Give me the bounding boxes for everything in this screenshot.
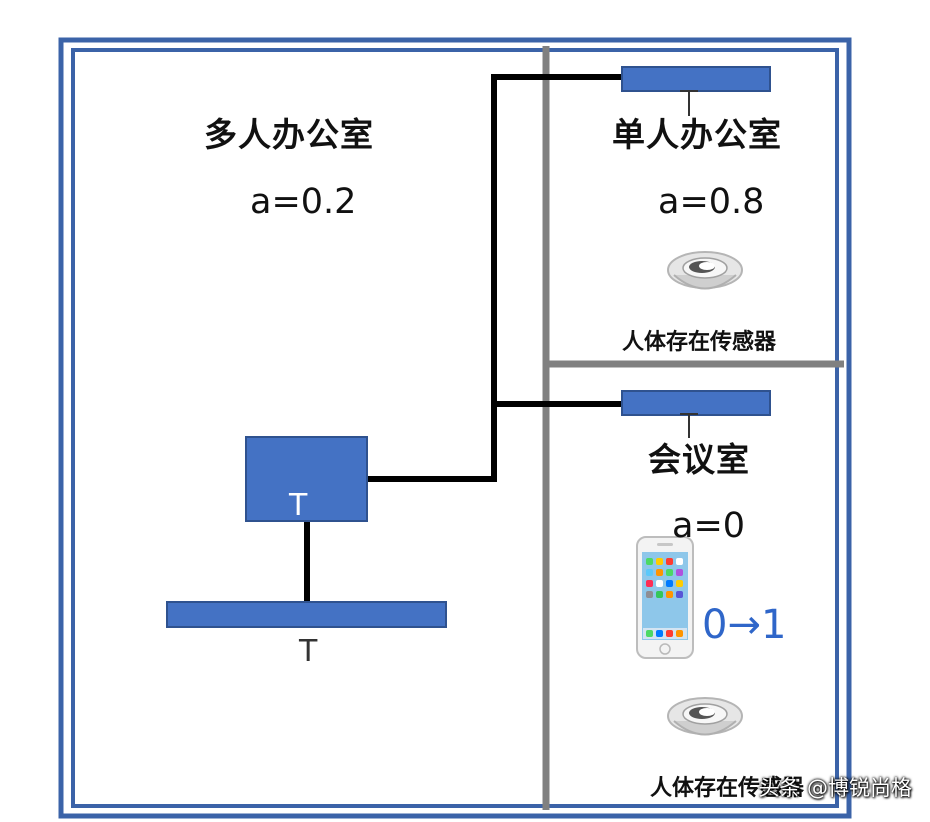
inner-wall	[71, 48, 839, 808]
sensor-label-single-office: 人体存在传感器	[622, 330, 777, 355]
t-label-main-unit: T	[289, 488, 308, 523]
t-connector-single	[680, 90, 698, 116]
t-connector-meeting	[680, 413, 698, 438]
outer-wall	[58, 37, 852, 819]
terminal-bar-meeting	[621, 390, 771, 416]
coefficient-single-office: a=0.8	[658, 182, 765, 222]
pipe-main-to-single	[366, 74, 624, 482]
room-title-single-office: 单人办公室	[612, 115, 782, 154]
sensor-label-meeting-room: 人体存在传感器	[650, 776, 805, 801]
t-label-terminal-bar: T	[299, 634, 318, 669]
main-unit	[245, 436, 368, 522]
occupancy-transition: 0→1	[702, 602, 787, 648]
coefficient-meeting-room: a=0	[672, 506, 746, 546]
coefficient-multi-office: a=0.2	[250, 182, 357, 222]
ceiling-sensor-icon	[667, 251, 743, 290]
watermark: 头条 @博锐尚格	[758, 776, 912, 800]
smartphone-icon	[636, 536, 694, 659]
room-title-meeting-room: 会议室	[648, 440, 750, 479]
ceiling-sensor-icon	[667, 697, 743, 736]
room-title-multi-office: 多人办公室	[204, 115, 374, 154]
terminal-bar-multi	[166, 601, 447, 628]
